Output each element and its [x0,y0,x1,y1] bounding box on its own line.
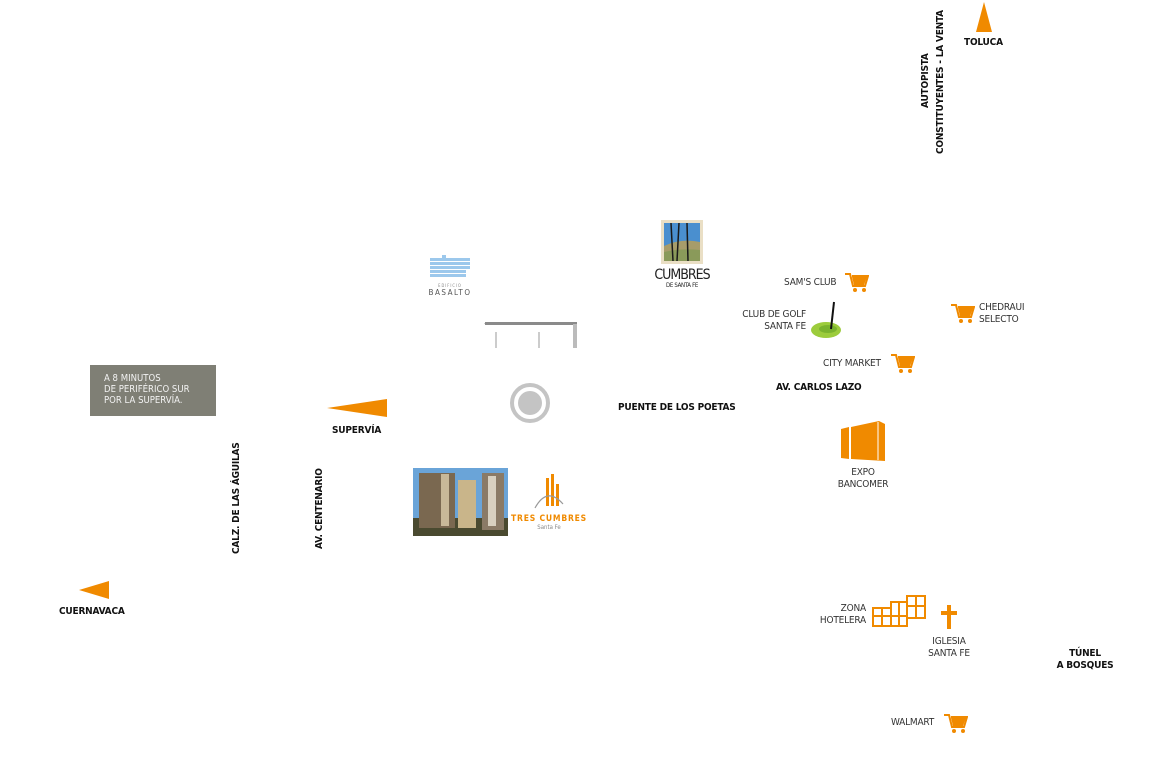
label-calz-aguilas: CALZ. DE LAS ÁGUILAS [231,442,242,554]
label-line: ZONA [840,603,867,614]
label-line: TÚNEL [1069,648,1101,659]
basalto-text: BASALTO [428,288,472,297]
basalto-logo: EDIFICIO BASALTO [418,255,482,297]
church-cross-icon [941,605,957,629]
label-walmart: WALMART [891,717,935,728]
expo-building-icon [841,421,885,461]
shopping-cart-icon [891,354,915,373]
shopping-cart-icon [845,273,869,292]
golf-flag-icon [811,301,841,338]
label-city-market: CITY MARKET [823,358,881,369]
label-constituyentes: CONSTITUYENTES - LA VENTA [935,10,946,154]
label-line: BANCOMER [837,479,889,490]
tres-cumbres-logo: TRES CUMBRES Santa Fe [510,474,588,531]
cumbres-sub: DE SANTA FE [666,282,698,289]
cumbres-emblem-icon [661,220,703,264]
arrow-left-icon [327,399,387,417]
label-line: SELECTO [979,314,1019,325]
info-line: DE PERIFÉRICO SUR [104,384,190,395]
label-line: CHEDRAUI [979,302,1025,313]
location-marker-icon [510,383,550,423]
info-line: A 8 MINUTOS [104,373,161,384]
info-box: A 8 MINUTOS DE PERIFÉRICO SUR POR LA SUP… [90,365,216,416]
label-av-centenario: AV. CENTENARIO [314,468,325,549]
label-line: SANTA FE [928,648,970,659]
label-cuernavaca: CUERNAVACA [59,606,125,617]
info-line: POR LA SUPERVÍA. [104,395,183,406]
shopping-cart-icon [951,304,975,323]
label-sams-club: SAM'S CLUB [784,277,837,288]
shopping-cart-icon [944,714,968,733]
basalto-small: EDIFICIO [438,283,462,288]
tres-cumbres-emblem-icon [534,474,564,509]
arrow-left-icon [79,581,109,599]
label-supervia: SUPERVÍA [332,425,382,436]
label-carlos-lazo: AV. CARLOS LAZO [776,382,862,393]
cumbres-logo: CUMBRES DE SANTA FE [650,220,714,289]
basalto-building-icon [430,255,470,277]
arrow-up-icon [976,2,992,32]
bridge-icon [484,322,577,348]
cumbres-text: CUMBRES [654,267,710,283]
label-toluca: TOLUCA [964,37,1003,48]
label-autopista: AUTOPISTA [920,53,931,108]
label-line: CLUB DE GOLF [742,309,806,320]
label-line: IGLESIA [932,636,966,647]
tres-cumbres-photo [413,468,508,536]
label-line: A BOSQUES [1056,660,1114,671]
tres-cumbres-text: TRES CUMBRES [511,514,587,524]
label-line: SANTA FE [764,321,806,332]
tres-cumbres-sub: Santa Fe [537,524,561,531]
label-puente-poetas: PUENTE DE LOS POETAS [618,402,736,413]
label-line: HOTELERA [819,615,866,626]
hotel-buildings-icon [872,595,926,627]
label-line: EXPO [851,467,875,478]
